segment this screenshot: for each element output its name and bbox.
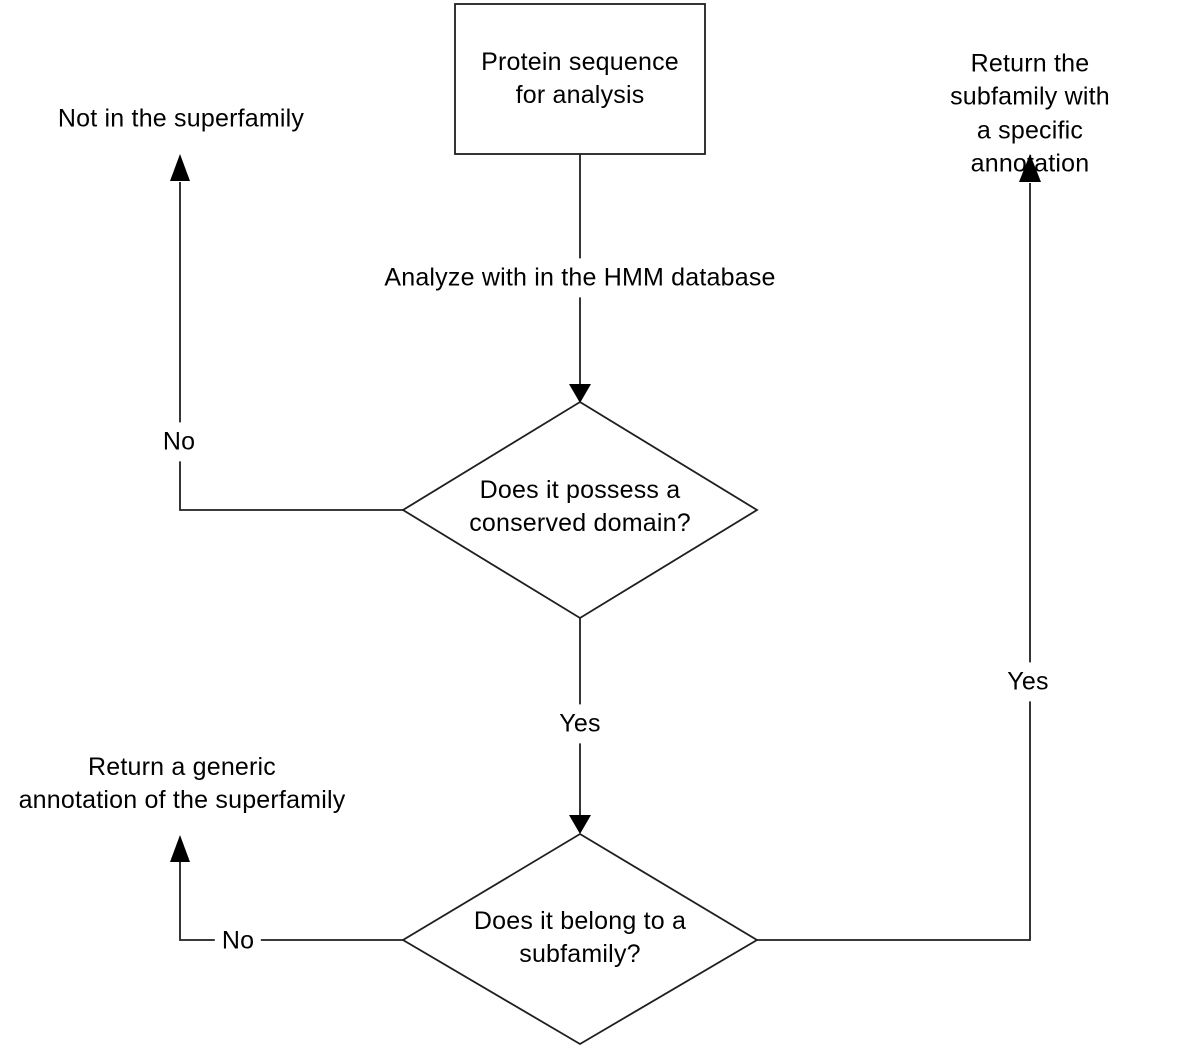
outcome-not-in-superfamily-label: Not in the superfamily xyxy=(57,104,305,133)
start-node-label: Protein sequence for analysis xyxy=(481,47,679,109)
outcome-generic-annotation-label: Return a generic annotation of the super… xyxy=(18,752,346,814)
edge-line xyxy=(179,862,403,941)
edge-line xyxy=(757,183,1031,941)
arrow-down-icon xyxy=(569,384,591,403)
edge-decision2-yes xyxy=(757,154,1041,941)
arrow-up-icon xyxy=(170,154,190,181)
edge-no-label-decision2: No xyxy=(214,921,262,961)
arrow-down-icon xyxy=(569,815,591,834)
decision2-label: Does it belong to a subfamily? xyxy=(473,906,687,968)
edge-no-label-decision1: No xyxy=(155,422,203,462)
decision1-diamond xyxy=(401,400,759,620)
arrow-up-icon xyxy=(170,835,190,862)
edge-decision2-no xyxy=(170,835,403,941)
edge-decision1-no xyxy=(170,154,403,511)
decision2-diamond xyxy=(401,832,759,1046)
edge-line xyxy=(179,182,403,511)
start-node-box xyxy=(454,3,706,155)
decision1-label: Does it possess a conserved domain? xyxy=(469,475,691,537)
edge-yes-label-decision1: Yes xyxy=(552,704,608,744)
edge-yes-label-decision2: Yes xyxy=(1000,662,1056,702)
edge-analyze-label: Analyze with in the HMM database xyxy=(377,258,783,298)
outcome-specific-annotation-label: Return the subfamily with a specific ann… xyxy=(950,49,1110,178)
arrow-up-icon xyxy=(1019,154,1041,182)
